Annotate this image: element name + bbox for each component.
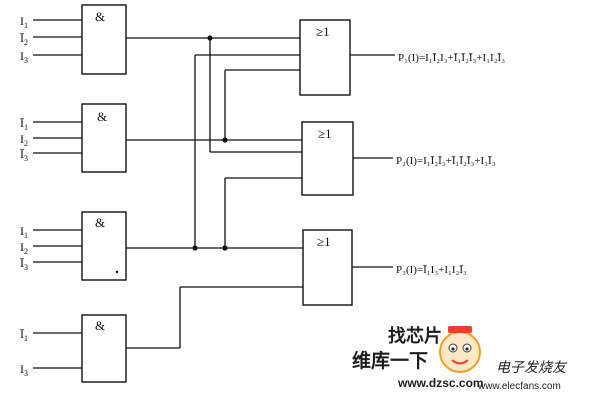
mascot-icon (439, 326, 481, 373)
output-expression-p2: P₂(I)=I₁Ī₂Ī₃+Ī₁Ī₂Ī₃+I₁Ī₃ (396, 155, 496, 167)
input-labels: I1 Ī2 I3 Ī1 I2 Ī3 I1 I2 Ī3 Ī1 I3 (20, 14, 28, 378)
or-gate-1: ≥1 (299, 19, 351, 96)
input-label: Ī1 (20, 327, 28, 343)
and-gate-3-symbol: & (95, 215, 105, 230)
and-gate-2: & (81, 103, 127, 173)
junction-dot (222, 137, 228, 143)
or-gate-1-symbol: ≥1 (316, 24, 330, 39)
watermark-logo-text: 找芯片 (388, 325, 442, 347)
and-gate-2-symbol: & (97, 109, 107, 124)
junction-dot (207, 35, 213, 41)
input-label: Ī2 (20, 31, 28, 47)
wiring (33, 19, 395, 369)
input-label: I3 (20, 362, 28, 378)
watermark-slogan: 维库一下 (352, 349, 428, 372)
output-expression-p3: P₃(I)=Ī₁I₃+I₁I₂Ī₃ (396, 264, 467, 276)
watermark-site-name: 电子发烧友 (496, 360, 568, 376)
and-gate-4-symbol: & (95, 318, 105, 333)
junction-dots (192, 35, 228, 251)
junction-dot (192, 245, 198, 251)
watermark-url: www.dzsc.com (397, 376, 484, 390)
watermark-site-url: www.elecfans.com (477, 381, 561, 392)
input-label: I3 (20, 49, 28, 65)
or-gate-3: ≥1 (302, 229, 353, 306)
and-gate-3: & (81, 211, 127, 281)
and-gate-1-symbol: & (95, 9, 105, 24)
output-expression-p1: P₁(I)=I₁Ī₂I₃+Ī₁Ī₂Ī₃+I₁I₂Ī₃ (398, 52, 505, 64)
input-label: Ī3 (20, 256, 28, 272)
input-label: Ī3 (20, 147, 28, 163)
or-gate-2: ≥1 (301, 121, 354, 196)
input-label: I1 (20, 14, 28, 30)
junction-dot (222, 245, 228, 251)
input-label: I2 (20, 240, 28, 256)
and-gate-1: & (81, 4, 127, 75)
input-label: Ī1 (20, 116, 28, 132)
input-label: I1 (20, 224, 28, 240)
watermark: 找芯片 维库一下 www.dzsc.com 电子发烧友 www.elecfans… (352, 325, 568, 392)
input-label: I2 (20, 132, 28, 148)
or-gate-2-symbol: ≥1 (318, 126, 332, 141)
or-gate-3-symbol: ≥1 (317, 234, 331, 249)
and-gate-4: & (81, 314, 127, 383)
